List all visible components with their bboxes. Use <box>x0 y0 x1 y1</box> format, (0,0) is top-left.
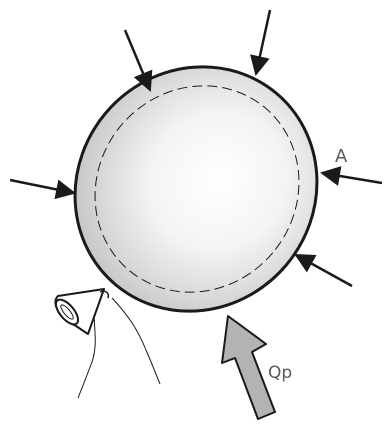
label-a: A <box>335 146 348 167</box>
arrow-icon <box>322 173 382 183</box>
arrow-icon <box>296 255 352 286</box>
label-qp: Qp <box>268 363 292 383</box>
arrow-icon <box>10 180 74 193</box>
arrow-icon <box>256 10 270 74</box>
arrow-icon <box>125 30 150 90</box>
balloon-knot-icon <box>52 289 108 334</box>
